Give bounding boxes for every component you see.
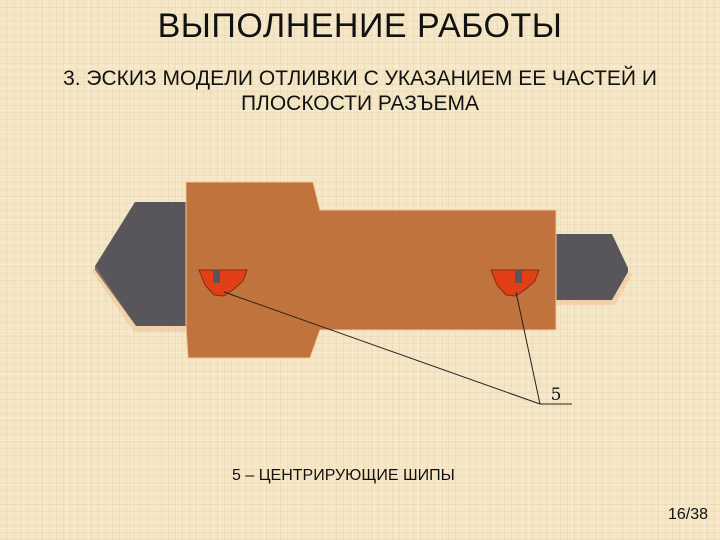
right-core-print [556, 234, 628, 300]
left-core-print [95, 202, 186, 326]
right-core-print-shadow [556, 272, 632, 305]
model-body [185, 181, 557, 359]
leader-line-left [223, 291, 541, 405]
right-centering-dowel [490, 269, 540, 297]
leader-line-right [515, 291, 541, 405]
slide-title: ВЫПОЛНЕНИЕ РАБОТЫ [157, 7, 563, 45]
left-centering-dowel [198, 269, 248, 297]
callout-number: 5 [551, 385, 562, 405]
slide-subtitle: 3. ЭСКИЗ МОДЕЛИ ОТЛИВКИ С УКАЗАНИЕМ ЕЕ Ч… [63, 67, 657, 115]
page-number: 16/38 [667, 506, 708, 523]
caption: 5 – ЦЕНТРИРУЮЩИЕ ШИПЫ [232, 467, 455, 484]
